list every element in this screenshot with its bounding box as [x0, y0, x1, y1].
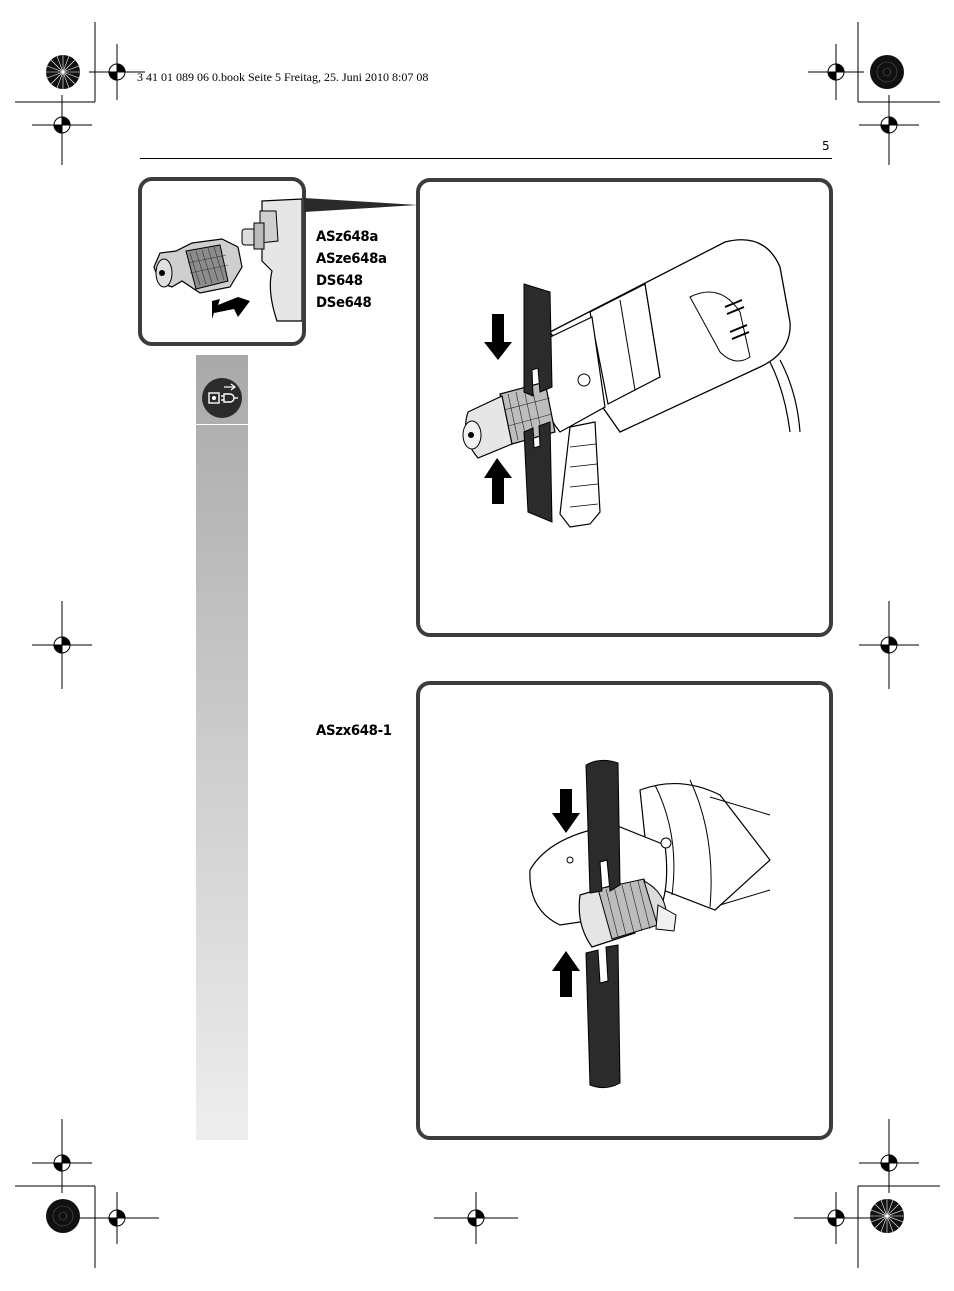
model-label-dse648: DSe648 [316, 295, 372, 311]
model-label-asze648a: ASze648a [316, 251, 387, 267]
unplug-mains-icon [202, 378, 242, 418]
drill-illustration-bottom [529, 759, 771, 1089]
figure-panel-bottom [416, 681, 833, 1140]
drill-illustration-top [462, 239, 801, 528]
header-rule [140, 158, 832, 159]
inset-detail-box [138, 177, 306, 346]
page-number: 5 [822, 139, 830, 153]
crosshair-marks [32, 44, 919, 1244]
sidebar-band [196, 355, 248, 1140]
starburst-targets [46, 55, 904, 1233]
model-label-asz648a: ASz648a [316, 229, 378, 245]
model-label-ds648: DS648 [316, 273, 363, 289]
print-header: 3 41 01 089 06 0.book Seite 5 Freitag, 2… [137, 70, 429, 84]
sidebar-icon-tile [196, 372, 248, 425]
model-label-aszx648-1: ASzx648-1 [316, 723, 392, 739]
chuck-removal-icon [153, 198, 303, 322]
figure-panel-top [416, 178, 833, 637]
